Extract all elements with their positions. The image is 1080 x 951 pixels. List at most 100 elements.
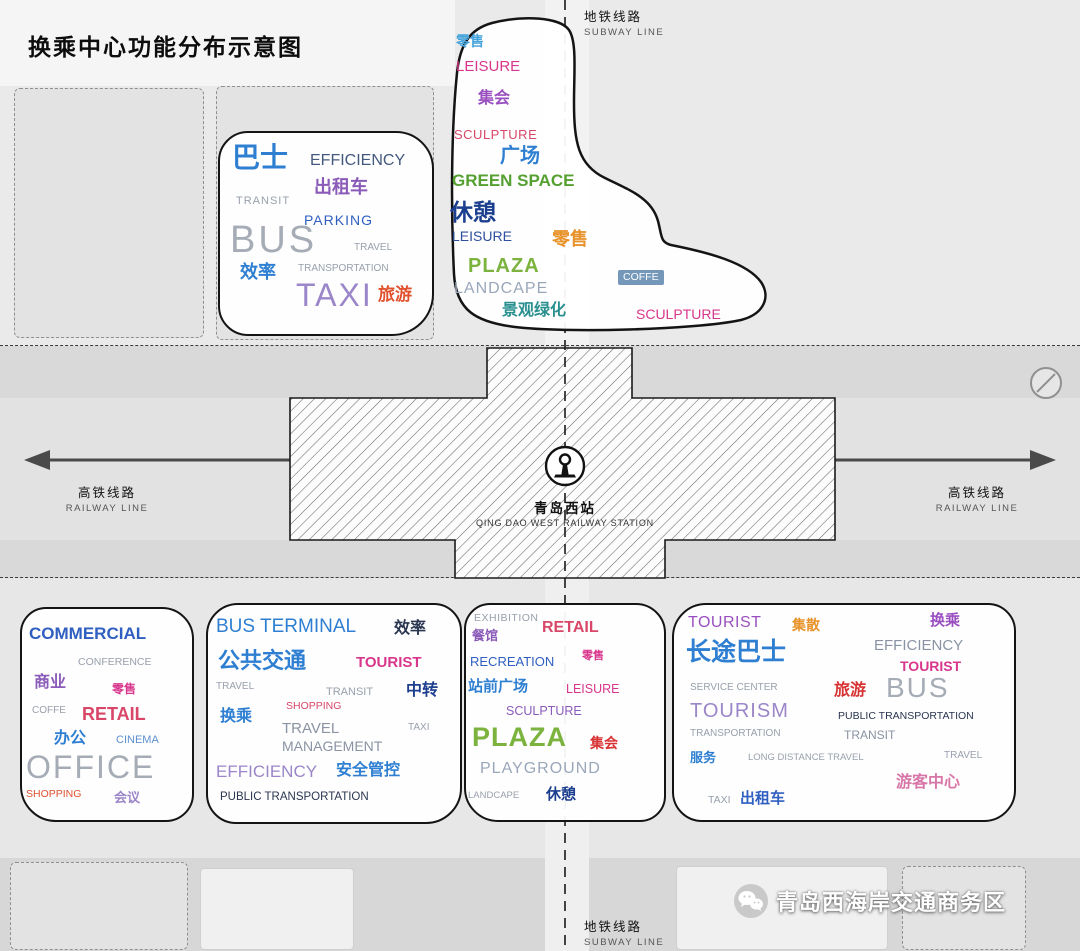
cloud-n-plaza: 零售 LEISURE 集会 SCULPTURE 广场 GREEN SPACE 休…: [448, 14, 773, 336]
cloud-word: TRANSIT: [844, 728, 896, 742]
cloud-word: TOURIST: [688, 614, 762, 631]
station-name-en: QING DAO WEST RAILWAY STATION: [476, 518, 654, 528]
subway-line-label-top: 地铁线路 SUBWAY LINE: [584, 6, 664, 38]
cloud-word: SHOPPING: [26, 788, 82, 800]
railway-line-label-right: 高铁线路 RAILWAY LINE: [922, 482, 1032, 514]
cloud-word: 集会: [478, 90, 511, 107]
cloud-word: BUS TERMINAL: [216, 616, 357, 637]
cloud-word: 休憩: [546, 786, 577, 803]
cloud-word: SERVICE CENTER: [690, 682, 778, 693]
cloud-word: TAXI: [708, 794, 731, 806]
cloud-word: TRAVEL: [354, 242, 393, 253]
cloud-word: 长途巴士: [686, 638, 787, 666]
cloud-word: TRAVEL: [282, 720, 340, 737]
cloud-word: TOURISM: [690, 700, 789, 722]
cloud-word: 巴士: [232, 142, 289, 173]
cloud-word: 休憩: [450, 199, 496, 225]
cloud-word: 办公: [54, 730, 87, 747]
cloud-word: COFFE: [618, 270, 664, 286]
cloud-word: TOURIST: [356, 654, 422, 671]
cloud-word: 集散: [792, 617, 820, 633]
cloud-word: SCULPTURE: [506, 704, 582, 718]
cloud-word: RETAIL: [82, 704, 146, 724]
station-name-zh: 青岛西站: [534, 501, 596, 516]
watermark: 青岛西海岸交通商务区: [733, 883, 1006, 919]
railway-line-label-left: 高铁线路 RAILWAY LINE: [52, 482, 162, 514]
railway-line-en: RAILWAY LINE: [935, 503, 1019, 514]
cloud-word: 换乘: [930, 612, 961, 629]
cloud-word: 旅游: [834, 682, 867, 699]
railway-line-zh: 高铁线路: [77, 486, 136, 500]
cloud-word: SHOPPING: [286, 700, 342, 712]
cloud-word: BUS: [886, 672, 950, 703]
railway-line-zh: 高铁线路: [947, 486, 1006, 500]
cloud-word: 出租车: [314, 177, 368, 197]
cloud-word: 零售: [456, 33, 484, 49]
cloud-word: MANAGEMENT: [282, 738, 383, 754]
cloud-word: PARKING: [304, 212, 373, 228]
cloud-word: TRANSIT: [326, 686, 374, 698]
cloud-word: 旅游: [378, 285, 412, 304]
cloud-word: 公共交通: [218, 648, 307, 673]
cloud-nw-transit: 巴士 EFFICIENCY 出租车 TRANSIT PARKING BUS TR…: [218, 131, 434, 336]
wechat-icon: [734, 884, 768, 918]
cloud-word: EFFICIENCY: [874, 637, 964, 654]
cloud-word: RECREATION: [470, 654, 555, 669]
cloud-word: SCULPTURE: [636, 306, 721, 322]
cloud-word: LEISURE: [456, 58, 521, 75]
cloud-word: CONFERENCE: [78, 656, 152, 668]
subway-line-label-bottom: 地铁线路 SUBWAY LINE: [584, 916, 664, 948]
cloud-word: LANDCAPE: [468, 790, 520, 801]
cloud-word: 零售: [552, 229, 588, 249]
railway-line-en: RAILWAY LINE: [65, 503, 149, 514]
bg-block: [200, 868, 354, 950]
cloud-word: 商业: [34, 674, 67, 691]
bg-block: [902, 866, 1026, 950]
cloud-word: TRANSIT: [236, 195, 291, 207]
cloud-word: 换乘: [220, 708, 253, 725]
subway-line-zh: 地铁线路: [584, 920, 643, 934]
cloud-s-terminal: BUS TERMINAL 效率 公共交通 TOURIST TRAVEL TRAN…: [206, 603, 462, 824]
cloud-word: 零售: [582, 650, 604, 662]
cloud-word: OFFICE: [26, 749, 156, 785]
cloud-word: 效率: [240, 262, 276, 282]
cloud-word: COFFE: [32, 705, 66, 716]
cloud-word: 餐馆: [472, 628, 499, 643]
cloud-word: PLAZA: [472, 722, 567, 752]
cloud-s-plaza: EXHIBITION RETAIL 餐馆 RECREATION 零售 站前广场 …: [464, 603, 666, 822]
cloud-se-tourist: TOURIST 集散 换乘 EFFICIENCY 长途巴士 TOURIST SE…: [672, 603, 1016, 822]
cloud-word: 景观绿化: [502, 302, 567, 319]
cloud-word: 出租车: [740, 790, 786, 807]
cloud-word: 游客中心: [896, 774, 961, 791]
cloud-word: 广场: [500, 145, 540, 167]
cloud-word: EFFICIENCY: [310, 152, 406, 169]
subway-line-en: SUBWAY LINE: [584, 937, 665, 948]
cloud-word: CINEMA: [116, 734, 159, 746]
cloud-word: LANDCAPE: [454, 280, 549, 297]
cloud-word: PUBLIC TRANSPORTATION: [838, 710, 974, 722]
cloud-word: 站前广场: [468, 678, 529, 695]
bg-title-area: [0, 0, 455, 86]
watermark-text: 青岛西海岸交通商务区: [776, 890, 1007, 915]
cloud-word: LEISURE: [452, 228, 512, 244]
cloud-word: TRAVEL: [216, 681, 255, 692]
cloud-word: 效率: [394, 620, 427, 637]
cloud-word: TAXI: [408, 722, 430, 733]
cloud-word: PLAYGROUND: [480, 760, 601, 777]
cloud-word: 集会: [590, 735, 618, 751]
cloud-word: COMMERCIAL: [29, 624, 147, 643]
cloud-word: PLAZA: [468, 255, 540, 277]
bg-block: [14, 88, 204, 338]
cloud-word: LONG DISTANCE TRAVEL: [748, 752, 864, 763]
subway-line-zh: 地铁线路: [584, 10, 643, 24]
cloud-word: EFFICIENCY: [216, 762, 318, 781]
diagram-title: 换乘中心功能分布示意图: [28, 34, 303, 60]
cloud-word: TRANSPORTATION: [690, 728, 781, 739]
cloud-word: 会议: [114, 790, 141, 805]
cloud-sw-commercial: COMMERCIAL CONFERENCE 商业 零售 COFFE RETAIL…: [20, 607, 194, 822]
cloud-word: TRANSPORTATION: [298, 263, 389, 274]
cloud-word: SCULPTURE: [454, 127, 538, 142]
cloud-word: BUS: [230, 219, 318, 261]
cloud-word: TOURIST: [900, 658, 962, 674]
